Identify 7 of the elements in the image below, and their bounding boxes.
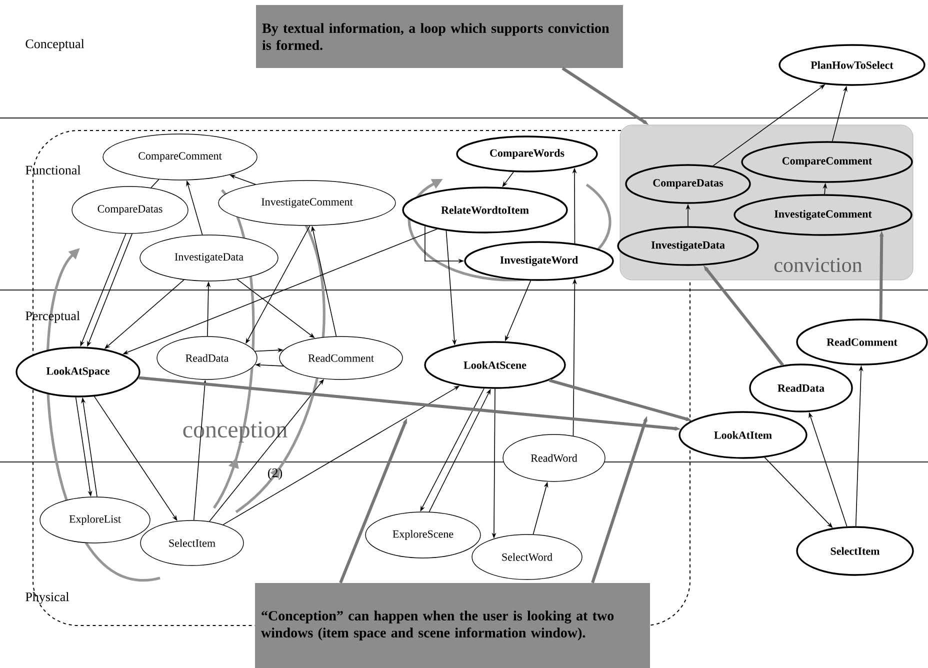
callout-box: “Conception” can happen when the user is looking at two windows (item space and scene information window). bbox=[255, 582, 650, 668]
layer-label: Functional bbox=[26, 165, 81, 175]
layer-label: Perceptual bbox=[26, 311, 80, 323]
layer-label: Conceptual bbox=[26, 39, 84, 51]
loop-note: (2) bbox=[268, 468, 282, 480]
layer-label: Physical bbox=[26, 592, 69, 604]
callout-box: By textual information, a loop which supports conviction is formed. bbox=[256, 4, 623, 68]
